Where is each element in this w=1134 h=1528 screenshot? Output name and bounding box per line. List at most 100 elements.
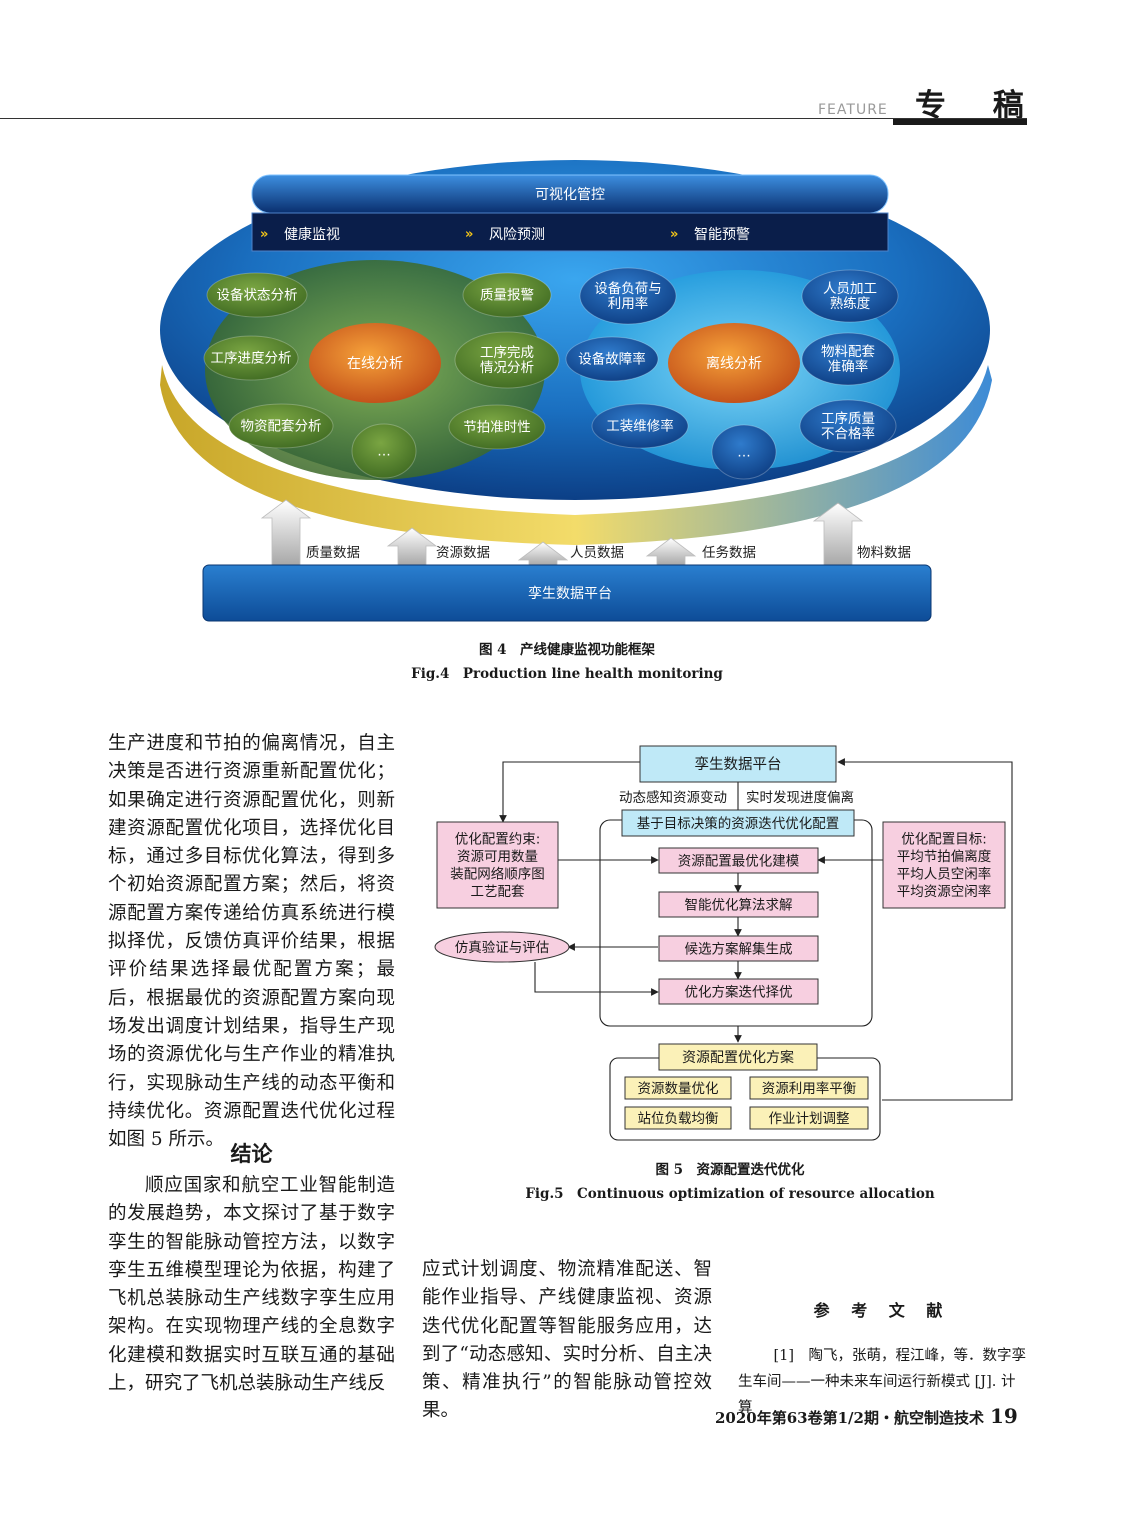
online-node-4 bbox=[228, 403, 334, 449]
figure-4-caption-cn: 图 4 产线健康监视功能框架 bbox=[478, 642, 656, 658]
result-title-box-label: 资源配置优化方案 bbox=[682, 1049, 794, 1066]
references-heading: 参 考 文 献 bbox=[813, 1301, 951, 1320]
offline-node-1 bbox=[801, 269, 899, 323]
monitor-item-1: 风险预测 bbox=[489, 227, 545, 243]
result-item-1-label: 资源利用率平衡 bbox=[762, 1080, 857, 1097]
arrow-up-icon bbox=[260, 499, 312, 566]
online-node-label-4: 物资配套分析 bbox=[241, 419, 322, 435]
figure-5-caption-en: Fig.5 Continuous optimization of resourc… bbox=[525, 1186, 935, 1202]
online-node-3 bbox=[454, 331, 560, 389]
left-column-paragraph-2: 顺应国家和航空工业智能制造的发展趋势，本文探讨了基于数字孪生的智能脉动管控方法，… bbox=[108, 1172, 395, 1398]
offline-node-3 bbox=[801, 332, 895, 386]
step-box-2: 候选方案解集生成 bbox=[658, 935, 819, 962]
online-node-label-0: 设备状态分析 bbox=[217, 287, 298, 304]
arrow-simulation-to-iteration bbox=[534, 962, 659, 996]
result-item-3: 作业计划调整 bbox=[749, 1106, 869, 1130]
left-column-paragraph-1: 生产进度和节拍的偏离情况，自主决策是否进行资源重新配置优化；如果确定进行资源配置… bbox=[108, 730, 395, 1154]
online-node-2 bbox=[203, 335, 299, 381]
arrow-result-to-platform bbox=[837, 758, 1013, 1101]
paragraph-text: 应式计划调度、物流精准配送、智能作业指导、产线健康监视、资源迭代优化配置等智能服… bbox=[422, 1259, 712, 1422]
arrow-up-icon bbox=[812, 502, 864, 566]
result-item-1: 资源利用率平衡 bbox=[749, 1076, 869, 1100]
result-item-3-label: 作业计划调整 bbox=[769, 1111, 850, 1127]
online-node-label-6: 节拍准时性 bbox=[463, 420, 531, 436]
arrow-platform-to-constraint bbox=[499, 761, 640, 823]
online-node-label-3: 工序完成情况分析 bbox=[480, 345, 534, 376]
online-node-label-2: 工序进度分析 bbox=[211, 351, 292, 367]
online-label: 在线分析 bbox=[347, 356, 403, 372]
figure-4-diagram: 可视化管控 »健康监视»风险预测»智能预警 在线分析设备状态分析质量报警工序进度… bbox=[160, 160, 992, 622]
result-item-0: 资源数量优化 bbox=[624, 1076, 732, 1100]
step-box-3: 优化方案迭代择优 bbox=[658, 978, 819, 1005]
offline-node-label-1: 人员加工熟练度 bbox=[823, 281, 877, 312]
data-flow-label-4: 物料数据 bbox=[857, 545, 911, 561]
monitor-row bbox=[251, 212, 889, 252]
step-box-0-label: 资源配置最优化建模 bbox=[678, 853, 800, 869]
offline-node-6 bbox=[799, 399, 897, 453]
header-feature-label: FEATURE bbox=[818, 102, 888, 118]
offline-node-5 bbox=[711, 424, 777, 480]
figure-5-caption-cn: 图 5 资源配置迭代优化 bbox=[655, 1162, 805, 1178]
paragraph-text: 生产进度和节拍的偏离情况，自主决策是否进行资源重新配置优化；如果确定进行资源配置… bbox=[108, 733, 395, 1151]
middle-column-paragraph: 应式计划调度、物流精准配送、智能作业指导、产线健康监视、资源迭代优化配置等智能服… bbox=[422, 1256, 712, 1426]
simulation-ellipse-label: 仿真验证与评估 bbox=[455, 940, 550, 956]
page-number: 19 bbox=[989, 1404, 1018, 1428]
step-box-2-label: 候选方案解集生成 bbox=[685, 940, 793, 957]
offline-analysis-group: 离线分析设备负荷与利用率人员加工熟练度设备故障率物料配套准确率工装维修率…工序质… bbox=[565, 267, 899, 480]
header-bar bbox=[893, 119, 1027, 125]
arrow-up-icon bbox=[517, 541, 569, 566]
detect-label: 实时发现进度偏离 bbox=[746, 789, 854, 806]
online-core bbox=[309, 323, 441, 403]
data-flow-label-0: 质量数据 bbox=[306, 545, 360, 561]
platform-box-label: 孪生数据平台 bbox=[695, 756, 782, 773]
constraint-box-label: 优化配置约束:资源可用数量装配网络顺序图工艺配套 bbox=[450, 832, 545, 901]
offline-label: 离线分析 bbox=[706, 355, 762, 372]
chevron-right-icon: » bbox=[465, 227, 473, 242]
online-node-1 bbox=[462, 272, 552, 318]
online-node-5 bbox=[351, 423, 417, 479]
data-flow-label-2: 人员数据 bbox=[570, 545, 624, 561]
data-flow-label-3: 任务数据 bbox=[702, 545, 756, 561]
result-title-box: 资源配置优化方案 bbox=[658, 1043, 818, 1071]
offline-node-2 bbox=[565, 336, 659, 382]
offline-node-label-0: 设备负荷与利用率 bbox=[594, 280, 662, 312]
online-node-label-5: … bbox=[377, 444, 391, 460]
step-box-3-label: 优化方案迭代择优 bbox=[685, 983, 793, 1000]
result-item-2-label: 站位负载均衡 bbox=[638, 1111, 719, 1127]
monitor-item-0: 健康监视 bbox=[284, 226, 340, 243]
offline-node-4 bbox=[591, 403, 689, 449]
offline-core bbox=[668, 323, 800, 403]
offline-node-label-6: 工序质量不合格率 bbox=[821, 411, 875, 442]
monitor-item-2: 智能预警 bbox=[694, 227, 750, 243]
visual-control-label: 可视化管控 bbox=[535, 187, 605, 203]
constraint-box: 优化配置约束:资源可用数量装配网络顺序图工艺配套 bbox=[436, 821, 559, 909]
gold-ring bbox=[160, 365, 992, 545]
offline-node-0 bbox=[579, 267, 677, 325]
arrow-up-icon bbox=[386, 527, 438, 566]
step-box-1: 智能优化算法求解 bbox=[658, 891, 819, 918]
result-item-0-label: 资源数量优化 bbox=[638, 1081, 719, 1097]
paragraph-text: 顺应国家和航空工业智能制造的发展趋势，本文探讨了基于数字孪生的智能脉动管控方法，… bbox=[108, 1175, 395, 1395]
offline-node-label-2: 设备故障率 bbox=[578, 351, 646, 368]
offline-node-label-3: 物料配套准确率 bbox=[821, 344, 875, 375]
conclusion-heading: 结论 bbox=[230, 1142, 273, 1166]
sense-label: 动态感知资源变动 bbox=[619, 789, 727, 806]
platform-box: 孪生数据平台 bbox=[639, 745, 837, 783]
arrow-up-icon bbox=[645, 537, 697, 566]
step-box-1-label: 智能优化算法求解 bbox=[685, 897, 793, 913]
chevron-right-icon: » bbox=[670, 227, 678, 242]
result-item-2: 站位负载均衡 bbox=[624, 1106, 732, 1130]
objective-box-label: 优化配置目标:平均节拍偏离度平均人员空闲率平均资源空闲率 bbox=[897, 832, 992, 901]
reference-1-line-1: [1] 陶飞，张萌，程江峰，等．数字孪 bbox=[773, 1348, 1026, 1364]
header-rule bbox=[0, 118, 1027, 119]
group-title-box: 基于目标决策的资源迭代优化配置 bbox=[621, 809, 855, 837]
figure-4-caption-en: Fig.4 Production line health monitoring bbox=[411, 666, 723, 682]
group-title-box-label: 基于目标决策的资源迭代优化配置 bbox=[637, 815, 840, 832]
online-node-label-1: 质量报警 bbox=[480, 288, 534, 304]
monitor-items: »健康监视»风险预测»智能预警 bbox=[260, 226, 750, 243]
reference-1-line-2: 生车间——一种未来车间运行新模式 [J]. 计算 bbox=[738, 1374, 1016, 1416]
twin-data-platform-label: 孪生数据平台 bbox=[528, 585, 612, 602]
online-node-0 bbox=[206, 272, 308, 318]
